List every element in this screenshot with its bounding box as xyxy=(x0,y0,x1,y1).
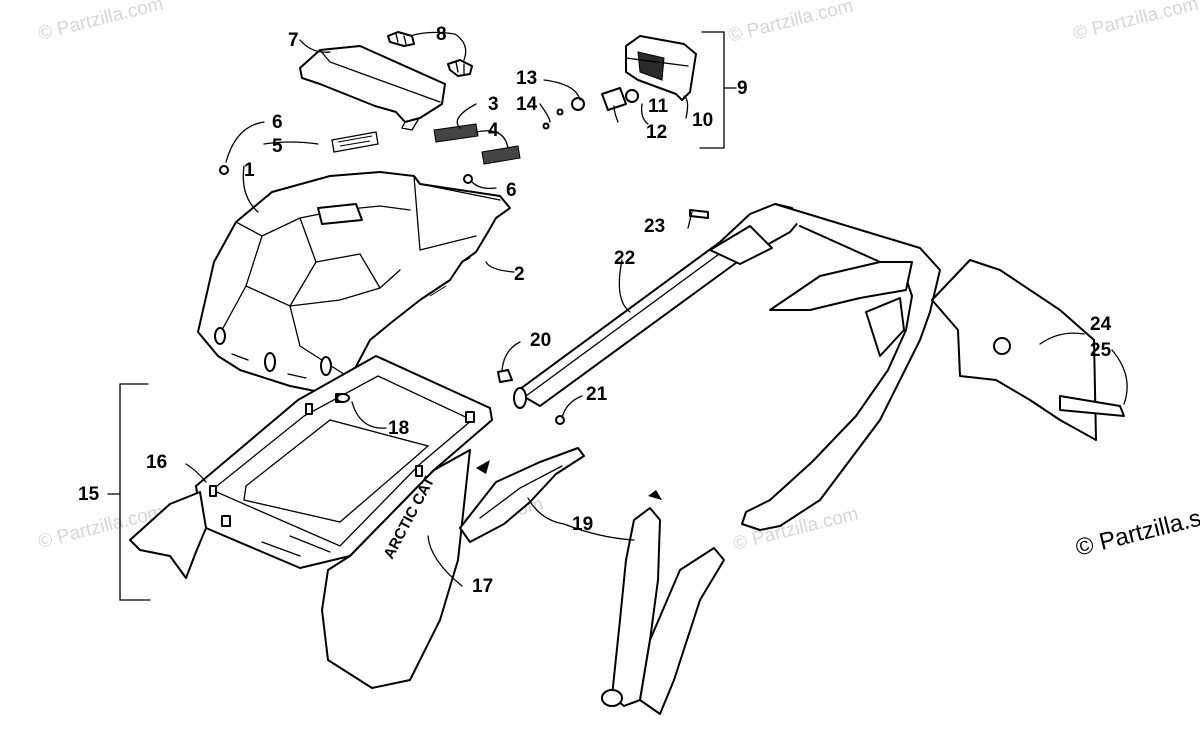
callout-16: 16 xyxy=(146,452,167,473)
callout-9: 9 xyxy=(737,78,748,99)
callout-24: 24 xyxy=(1090,314,1112,335)
decals xyxy=(331,123,521,165)
callout-1: 1 xyxy=(244,160,255,181)
callout-17: 17 xyxy=(472,576,493,597)
callout-7: 7 xyxy=(288,30,299,51)
callout-4: 4 xyxy=(488,120,499,141)
watermark: © Partzilla.com xyxy=(726,0,855,47)
callout-10: 10 xyxy=(692,110,713,131)
watermark: © Partzilla.com xyxy=(36,0,165,45)
callout-11: 11 xyxy=(648,96,669,117)
nut xyxy=(336,393,350,403)
taillight xyxy=(542,35,697,130)
storage-lid xyxy=(299,45,446,131)
callout-8: 8 xyxy=(436,24,447,45)
clips xyxy=(387,31,473,77)
callout-23: 23 xyxy=(644,216,665,237)
copyright-text: © Partzilla.s xyxy=(1073,505,1200,562)
left-side-panel xyxy=(129,491,207,579)
callout-6: 6 xyxy=(272,112,283,133)
leader-lines xyxy=(107,31,1128,601)
callout-3: 3 xyxy=(488,94,499,115)
callout-5: 5 xyxy=(272,136,283,157)
callout-6: 6 xyxy=(506,180,517,201)
callout-14: 14 xyxy=(516,94,538,115)
callout-15: 15 xyxy=(78,484,100,505)
rear-cover xyxy=(197,171,511,393)
callout-12: 12 xyxy=(646,122,667,143)
callout-2: 2 xyxy=(514,264,525,285)
callouts: 1 2 3 4 5 6 6 7 8 9 10 11 12 13 14 15 16… xyxy=(78,24,1112,597)
callout-13: 13 xyxy=(516,68,537,89)
callout-21: 21 xyxy=(586,384,608,405)
callout-25: 25 xyxy=(1090,340,1112,361)
screws xyxy=(219,165,473,184)
watermark: © Partzilla.com xyxy=(1071,0,1200,45)
callout-20: 20 xyxy=(530,330,551,351)
rails xyxy=(459,447,725,715)
bumper-assembly xyxy=(497,203,1125,531)
callout-18: 18 xyxy=(388,418,409,439)
callout-19: 19 xyxy=(572,514,593,535)
callout-22: 22 xyxy=(614,248,635,269)
